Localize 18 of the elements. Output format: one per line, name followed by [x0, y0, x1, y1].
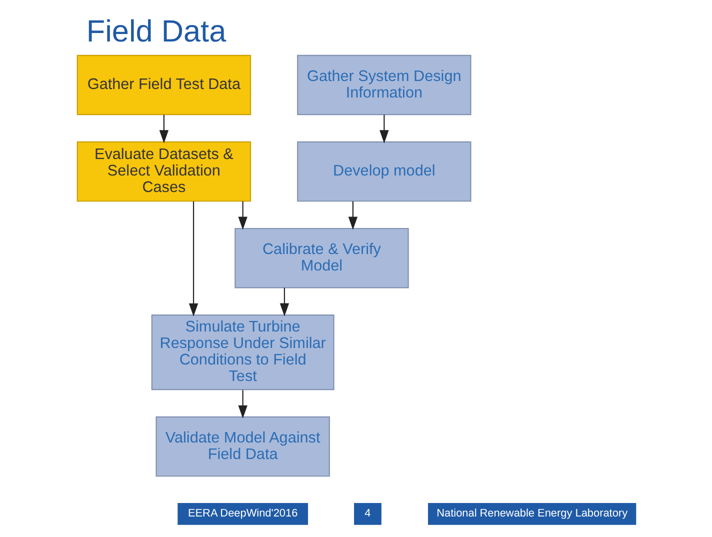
arrow: [188, 201, 198, 317]
label: National Renewable Energy Laboratory: [436, 508, 628, 520]
arrow: [379, 114, 388, 144]
node-box: Gather Field Test Data: [76, 54, 251, 116]
arrow: [279, 288, 289, 316]
arrow: [238, 201, 247, 230]
label: EERA DeepWind'2016: [187, 508, 298, 520]
node-box: Simulate Turbine Response Under Similar Conditions to Field Test: [150, 314, 334, 390]
arrow: [238, 390, 247, 419]
diagram-title: Field Data: [86, 14, 226, 49]
node-box: Develop model: [296, 141, 471, 202]
label: 4: [364, 508, 370, 520]
node-box: Validate Model Against Field Data: [155, 416, 330, 477]
node-box: Calibrate & Verify Model: [234, 228, 408, 288]
node-box: Evaluate Datasets & Select Validation Cases: [76, 141, 251, 202]
arrow: [348, 201, 358, 230]
arrow: [158, 114, 168, 144]
node-box: Gather System Design Information: [296, 54, 471, 116]
